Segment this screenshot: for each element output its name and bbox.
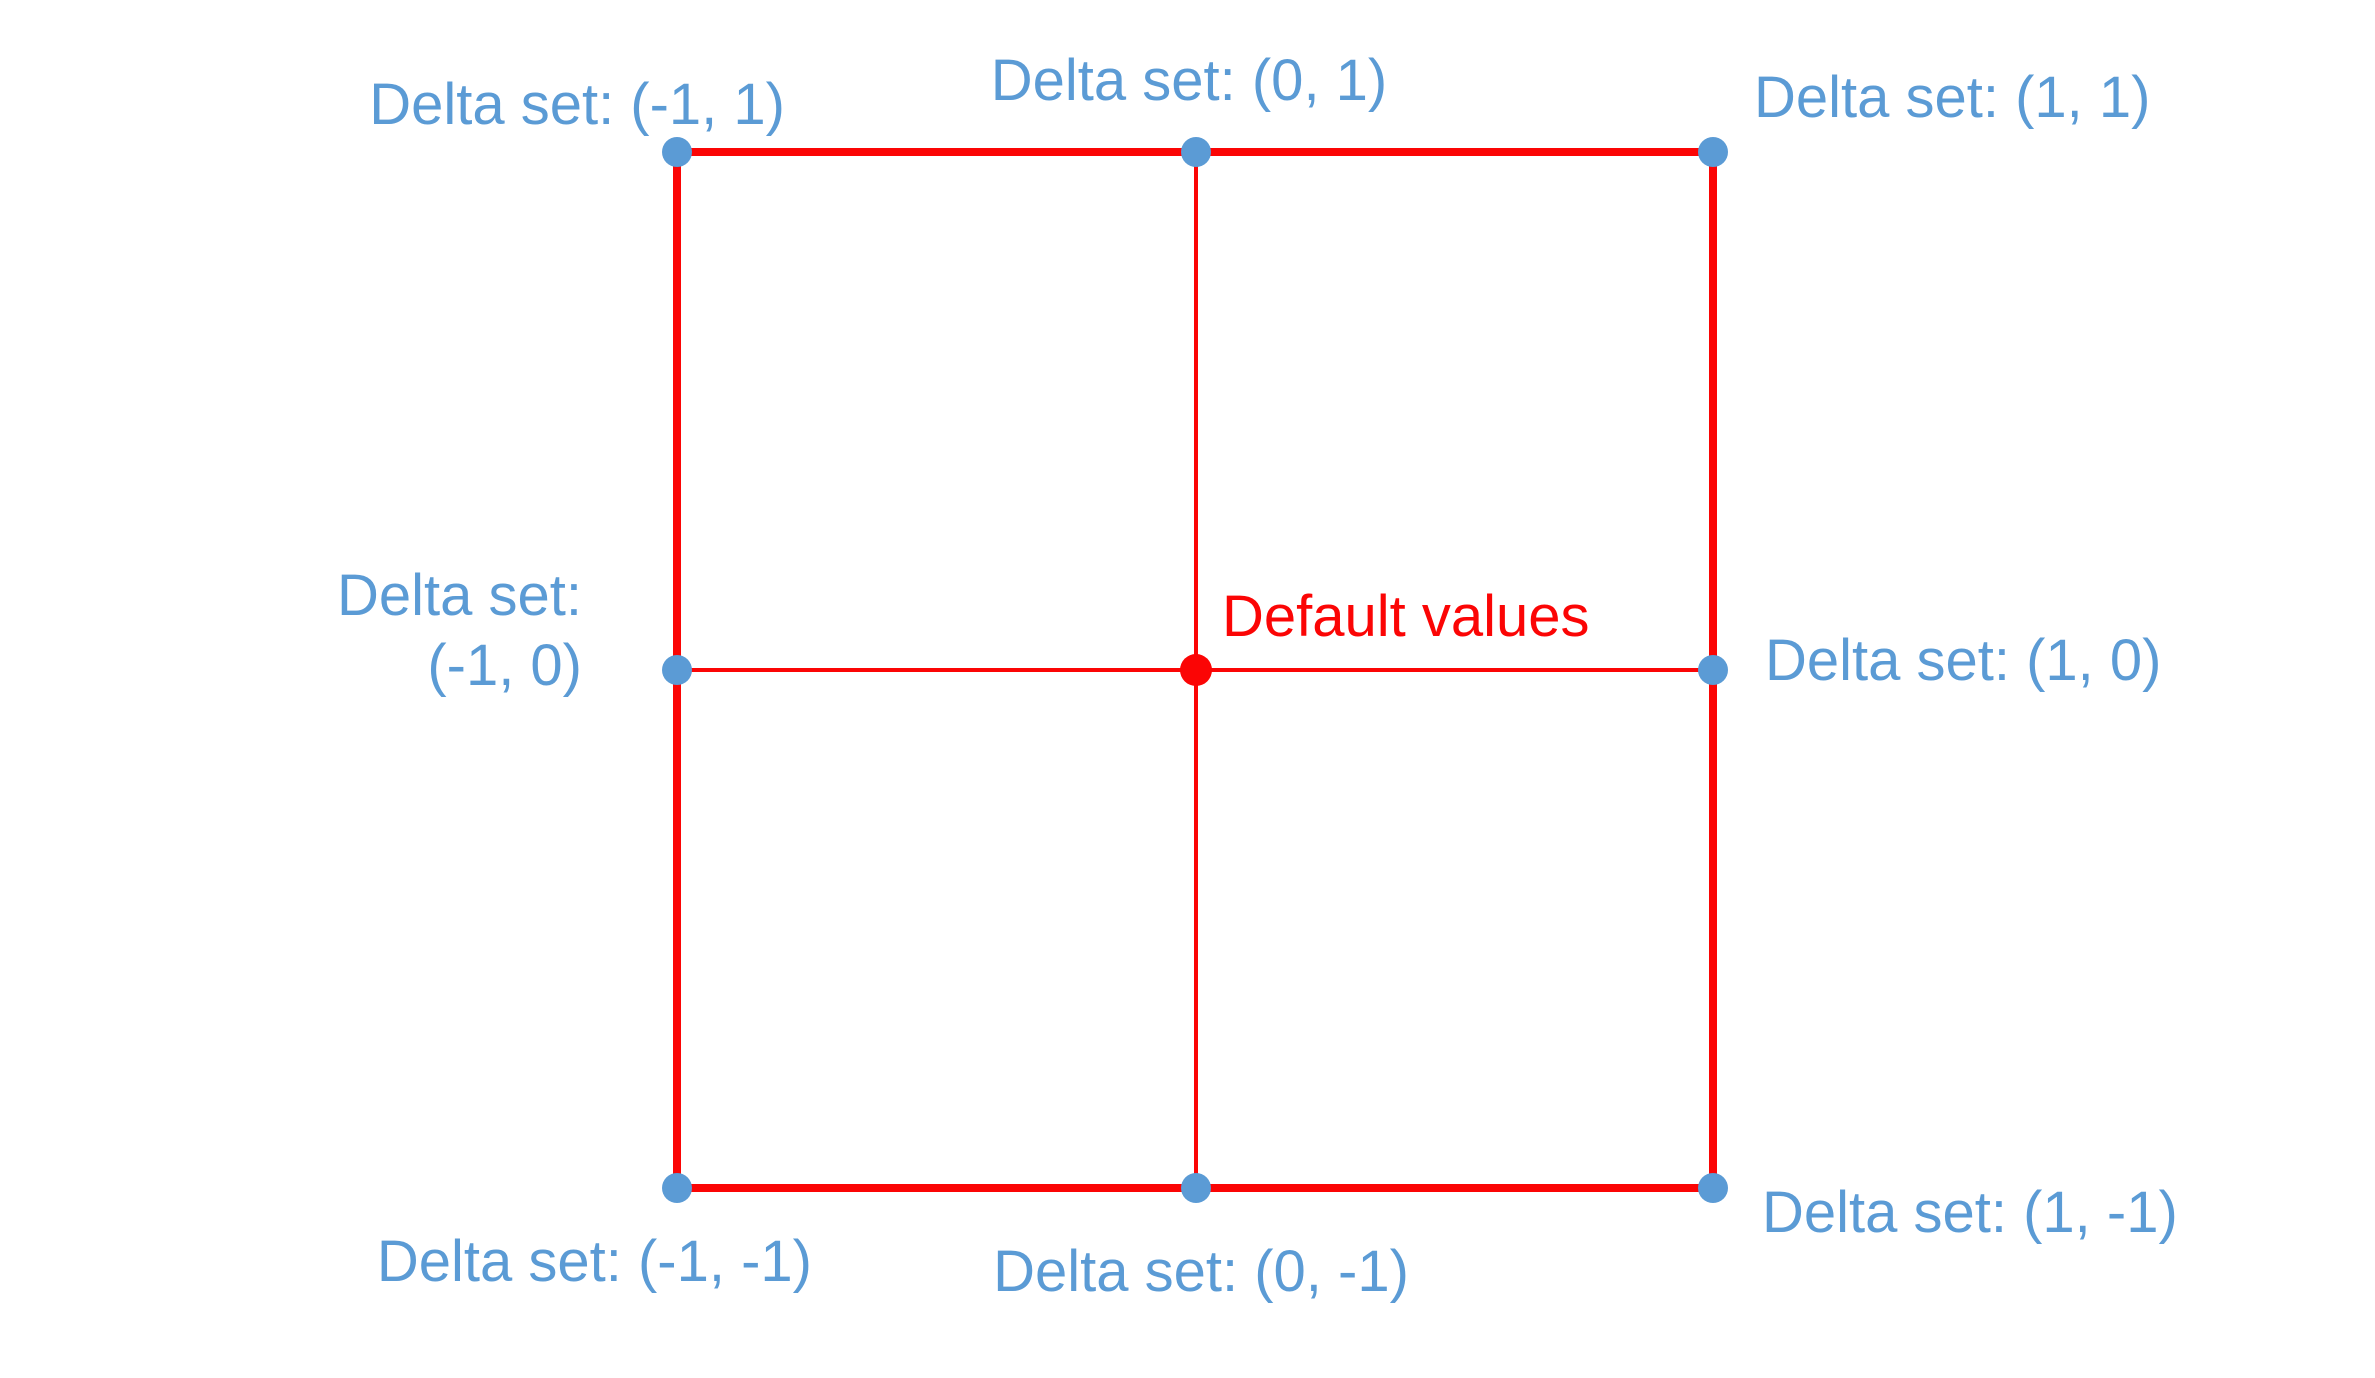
label-bottom-right: Delta set: (1, -1) xyxy=(1762,1180,2178,1245)
label-middle-left-line1: Delta set: xyxy=(337,563,582,628)
label-middle-right: Delta set: (1, 0) xyxy=(1765,628,2162,693)
point-middle-right xyxy=(1698,655,1728,685)
label-top-left: Delta set: (-1, 1) xyxy=(369,72,785,137)
label-top-right: Delta set: (1, 1) xyxy=(1754,65,2151,130)
label-center-default-values: Default values xyxy=(1222,584,1590,649)
label-top-center: Delta set: (0, 1) xyxy=(990,48,1388,113)
point-top-left xyxy=(662,137,692,167)
point-middle-left xyxy=(662,655,692,685)
label-bottom-left: Delta set: (-1, -1) xyxy=(376,1229,812,1294)
point-bottom-center xyxy=(1181,1173,1211,1203)
point-center-default xyxy=(1180,654,1212,686)
point-bottom-right xyxy=(1698,1173,1728,1203)
point-top-right xyxy=(1698,137,1728,167)
point-top-center xyxy=(1181,137,1211,167)
label-middle-left-line2: (-1, 0) xyxy=(427,633,582,698)
label-bottom-center: Delta set: (0, -1) xyxy=(993,1239,1409,1304)
point-bottom-left xyxy=(662,1173,692,1203)
label-middle-left: Delta set: (-1, 0) xyxy=(337,561,582,701)
